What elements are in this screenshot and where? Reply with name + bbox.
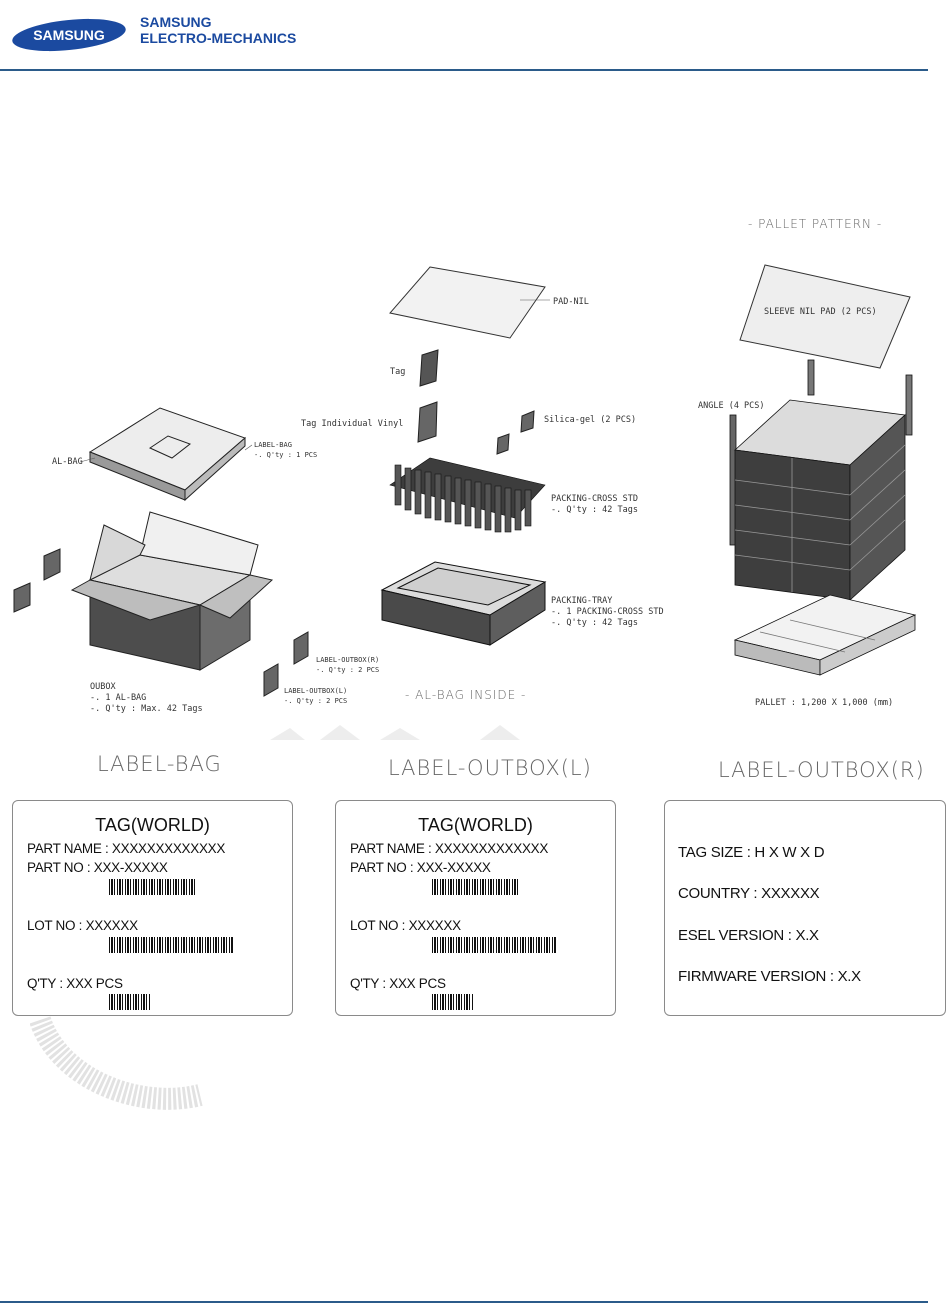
label-outbox-r-esel-version: ESEL VERSION : X.X (678, 927, 819, 944)
barcode (109, 937, 234, 953)
label-bag-qty: Q'TY : XXX PCS (27, 976, 123, 991)
label-bag-card: TAG(WORLD) PART NAME : XXXXXXXXXXXXX PAR… (12, 800, 293, 1016)
sleeve-nil-pad (739, 264, 911, 369)
label-bag-lot-no: LOT NO : XXXXXX (27, 918, 138, 933)
pallet-pattern-title: - PALLET PATTERN - (748, 217, 883, 231)
header: SAMSUNG SAMSUNG ELECTRO-MECHANICS (0, 0, 951, 70)
outbox (70, 511, 274, 671)
label-bag-title: TAG(WORLD) (95, 815, 210, 835)
callout-packing-tray: PACKING-TRAY -. 1 PACKING-CROSS STD -. Q… (551, 596, 664, 628)
packing-cross (389, 457, 546, 533)
callout-pad-nil: PAD-NIL (553, 297, 589, 307)
label-outbox-r-heading: LABEL-OUTBOX(R) (718, 758, 925, 782)
pallet-stack (729, 359, 913, 601)
footer-rule (0, 1301, 928, 1303)
packing-diagram: - PALLET PATTERN - - AL-BAG INSIDE - PAD… (0, 200, 951, 740)
tag-vinyl (417, 401, 438, 443)
callout-angle: ANGLE (4 PCS) (698, 401, 765, 411)
callout-tag: Tag (390, 367, 406, 377)
label-outbox-l-part-name: PART NAME : XXXXXXXXXXXXX (350, 841, 549, 856)
callout-tag-vinyl: Tag Individual Vinyl (301, 419, 404, 429)
company-line-2: ELECTRO-MECHANICS (140, 30, 297, 46)
tag (419, 349, 439, 387)
callout-label-bag: LABEL-BAG -. Q'ty : 1 PCS (254, 441, 318, 459)
label-bag-part-name: PART NAME : XXXXXXXXXXXXX (27, 841, 226, 856)
label-outbox-l-card: TAG(WORLD) PART NAME : XXXXXXXXXXXXX PAR… (335, 800, 616, 1016)
packing-tray (380, 561, 547, 646)
barcode (109, 994, 151, 1010)
label-outbox-l-lot-no: LOT NO : XXXXXX (350, 918, 461, 933)
label-outbox-r-card: TAG SIZE : H X W X D COUNTRY : XXXXXX ES… (664, 800, 946, 1016)
header-rule (0, 69, 928, 71)
callout-label-outbox-l: LABEL-OUTBOX(L) -. Q'ty : 2 PCS (284, 687, 348, 705)
pad-nil (389, 266, 546, 339)
label-outbox-l-part-no: PART NO : XXX-XXXXX (350, 860, 491, 875)
label-outbox-l-qty: Q'TY : XXX PCS (350, 976, 446, 991)
callout-pallet: PALLET : 1,200 X 1,000 (mm) (755, 698, 894, 708)
al-bag-inside-title: - AL-BAG INSIDE - (405, 688, 527, 702)
barcode (432, 879, 518, 895)
logo-text: SAMSUNG (33, 27, 105, 43)
callout-label-outbox-r: LABEL-OUTBOX(R) -. Q'ty : 2 PCS (316, 656, 380, 674)
label-outbox-l-title: TAG(WORLD) (418, 815, 533, 835)
callout-sleeve-nil-pad: SLEEVE NIL PAD (2 PCS) (764, 307, 877, 317)
barcode (109, 879, 195, 895)
samsung-logo: SAMSUNG (12, 18, 126, 52)
pallet (733, 594, 917, 676)
label-bag-part-no: PART NO : XXX-XXXXX (27, 860, 168, 875)
watermark-curve (30, 1015, 203, 1110)
barcode (432, 994, 474, 1010)
callout-silica-gel: Silica-gel (2 PCS) (544, 415, 637, 425)
company-line-1: SAMSUNG (140, 14, 212, 30)
label-outbox-l-heading: LABEL-OUTBOX(L) (388, 756, 592, 780)
barcode (432, 937, 557, 953)
company-name: SAMSUNG ELECTRO-MECHANICS (140, 14, 296, 46)
label-outbox-r-tag-size: TAG SIZE : H X W X D (678, 844, 825, 861)
label-bag-heading: LABEL-BAG (97, 752, 222, 776)
packing-illustration (13, 264, 917, 740)
label-outbox-r-country: COUNTRY : XXXXXX (678, 885, 820, 902)
label-outbox-r-firmware-version: FIRMWARE VERSION : X.X (678, 968, 861, 985)
callout-outbox: OUBOX -. 1 AL-BAG -. Q'ty : Max. 42 Tags (90, 682, 203, 714)
watermark (270, 725, 520, 740)
callout-packing-cross: PACKING-CROSS STD -. Q'ty : 42 Tags (551, 494, 638, 515)
callout-al-bag: AL-BAG (52, 457, 83, 467)
al-bag (88, 407, 246, 502)
